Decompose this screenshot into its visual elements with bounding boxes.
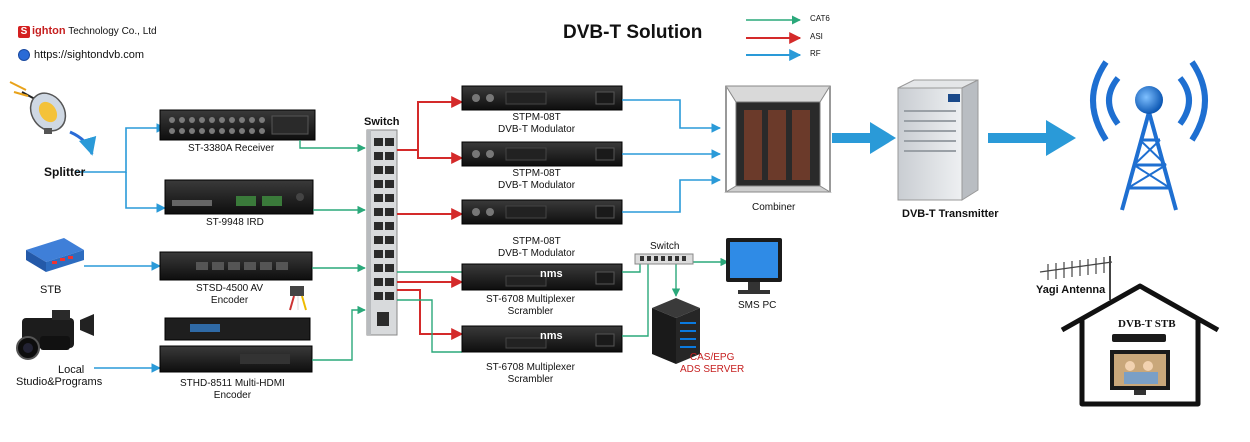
company-logo-initial: S bbox=[18, 26, 30, 38]
av-encoder-label: STSD-4500 AV Encoder bbox=[196, 283, 263, 307]
receiver-device bbox=[159, 109, 316, 141]
legend-cat6: CAT6 bbox=[810, 14, 830, 23]
sms-pc-label: SMS PC bbox=[738, 300, 777, 311]
cas-server-label: CAS/EPG ADS SERVER bbox=[680, 352, 744, 376]
legend-rf: RF bbox=[810, 49, 821, 58]
tower-beacon-icon bbox=[1135, 86, 1163, 114]
modulator-3-label-line2: DVB-T Modulator bbox=[498, 248, 576, 259]
legend-asi: ASI bbox=[810, 32, 823, 41]
globe-icon bbox=[18, 49, 30, 61]
modulator-2-label: STPM-08T DVB-T Modulator bbox=[498, 168, 575, 192]
receiver-label: ST-3380A Receiver bbox=[188, 143, 275, 154]
modulator-2-label-line1: STPM-08T bbox=[512, 168, 561, 179]
stb-label: STB bbox=[40, 284, 62, 296]
mux-1-label-line2: Scrambler bbox=[507, 306, 554, 317]
splitter-label: Splitter bbox=[44, 165, 86, 179]
hdmi-encoder-label-line1: STHD-8511 Multi-HDMI bbox=[180, 378, 285, 389]
mux-1-nms-label: nms bbox=[540, 268, 563, 280]
small-switch-label: Switch bbox=[650, 241, 680, 252]
mux-1-label-line1: ST-6708 Multiplexer bbox=[486, 294, 575, 305]
av-encoder-label-line2: Encoder bbox=[210, 295, 249, 306]
sms-pc-icon bbox=[726, 238, 782, 294]
satellite-dish-icon bbox=[9, 81, 67, 134]
modulator-2-device bbox=[461, 141, 623, 167]
mux-2-nms-label: nms bbox=[540, 330, 563, 342]
small-switch-device bbox=[634, 253, 694, 265]
house-icon bbox=[1060, 283, 1220, 407]
video-camera-icon bbox=[16, 310, 94, 360]
hdmi-encoder-device bbox=[159, 317, 313, 373]
av-cable-icon bbox=[289, 286, 307, 311]
mux-2-label: ST-6708 Multiplexer Scrambler bbox=[486, 362, 575, 386]
broadcast-tower-icon bbox=[1090, 60, 1208, 211]
mux-2-label-line2: Scrambler bbox=[507, 374, 554, 385]
legend-asi-label: ASI bbox=[810, 32, 823, 41]
modulator-1-label-line1: STPM-08T bbox=[512, 112, 561, 123]
main-switch-device bbox=[366, 129, 398, 336]
rf-arrow-1 bbox=[832, 122, 896, 154]
modulator-1-label-line2: DVB-T Modulator bbox=[498, 124, 576, 135]
modulator-1-device bbox=[461, 85, 623, 111]
yagi-antenna-icon bbox=[1039, 256, 1113, 300]
cas-server-label-line2: ADS SERVER bbox=[680, 364, 745, 375]
av-encoder-label-line1: STSD-4500 AV bbox=[196, 283, 264, 294]
hdmi-encoder-label-line2: Encoder bbox=[213, 390, 252, 401]
company-name-brand: ighton bbox=[32, 25, 66, 37]
hdmi-encoder-label: STHD-8511 Multi-HDMI Encoder bbox=[180, 378, 285, 402]
home-tv-icon bbox=[1110, 350, 1170, 395]
main-switch-label: Switch bbox=[364, 116, 400, 128]
modulator-1-label: STPM-08T DVB-T Modulator bbox=[498, 112, 575, 136]
home-stb-label: DVB-T STB bbox=[1118, 318, 1176, 330]
av-encoder-device bbox=[159, 251, 313, 281]
combiner-device bbox=[724, 85, 832, 193]
modulator-3-device bbox=[461, 199, 623, 225]
combiner-label: Combiner bbox=[752, 202, 796, 213]
studio-label-line2: Studio&Programs bbox=[16, 376, 103, 388]
cas-server-label-line1: CAS/EPG bbox=[689, 352, 735, 363]
modulator-3-label: STPM-08T DVB-T Modulator bbox=[498, 236, 575, 260]
website-link[interactable]: https://sightondvb.com bbox=[34, 49, 145, 61]
transmitter-label: DVB-T Transmitter bbox=[902, 208, 999, 220]
legend-rf-label: RF bbox=[810, 49, 821, 58]
studio-label: Local Studio&Programs bbox=[16, 364, 102, 388]
website-row[interactable]: https://sightondvb.com bbox=[18, 49, 144, 61]
multiplexer-1-device bbox=[461, 263, 623, 291]
mux-2-label-line1: ST-6708 Multiplexer bbox=[486, 362, 575, 373]
modulator-2-label-line2: DVB-T Modulator bbox=[498, 180, 576, 191]
cas-server-icon bbox=[652, 298, 700, 364]
page-title: DVB-T Solution bbox=[563, 22, 703, 43]
rf-arrow-2 bbox=[988, 120, 1076, 156]
modulator-3-label-line1: STPM-08T bbox=[512, 236, 561, 247]
ird-device bbox=[164, 179, 314, 215]
yagi-antenna-label: Yagi Antenna bbox=[1036, 284, 1106, 296]
multiplexer-2-device bbox=[461, 325, 623, 353]
home-stb-icon bbox=[1112, 334, 1166, 342]
transmitter-device bbox=[897, 79, 979, 201]
legend-cat6-label: CAT6 bbox=[810, 14, 830, 23]
mux-1-label: ST-6708 Multiplexer Scrambler bbox=[486, 294, 575, 318]
studio-label-line1: Local bbox=[57, 364, 85, 376]
stb-source-icon bbox=[26, 238, 84, 272]
company-name-tail: Technology Co., Ltd bbox=[68, 26, 157, 37]
ird-label: ST-9948 IRD bbox=[206, 217, 264, 228]
